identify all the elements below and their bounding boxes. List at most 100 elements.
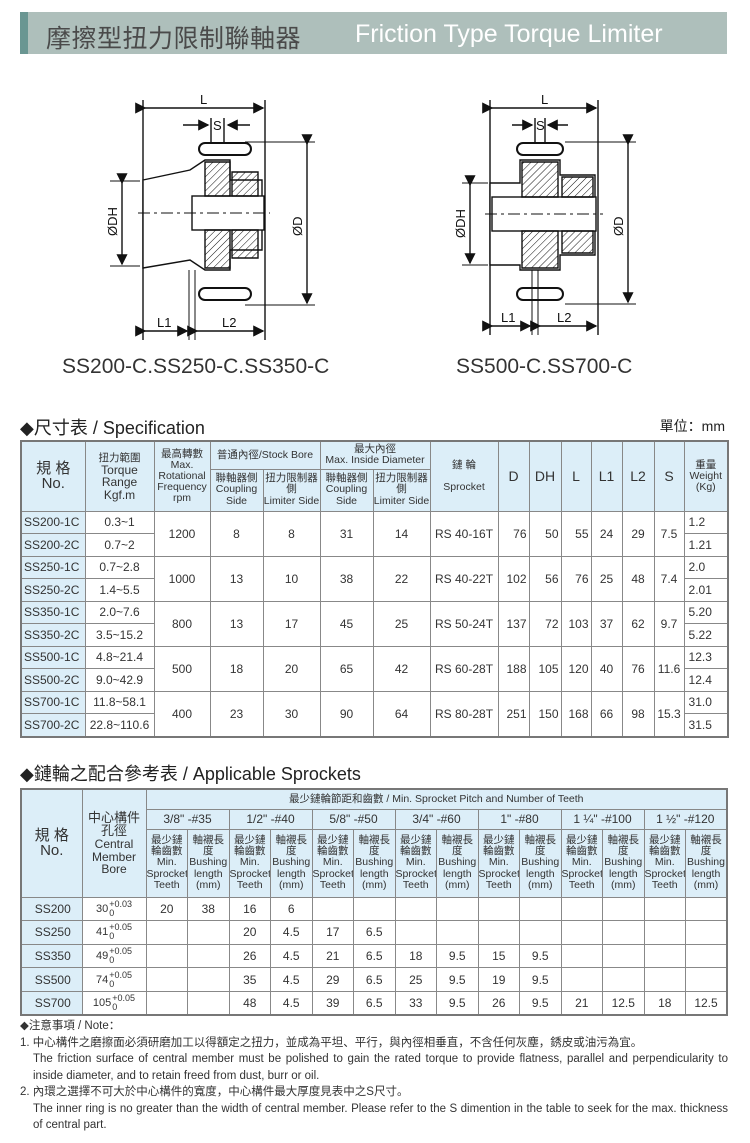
drawing-caption-1: SS200-C.SS250-C.SS350-C	[62, 355, 330, 378]
spec-rpm: 400	[153, 690, 211, 737]
min-sprocket-teeth	[394, 896, 437, 922]
min-sprocket-teeth: 15	[477, 943, 520, 969]
dim-label-L2: L2	[222, 315, 236, 330]
bushing-length	[353, 896, 396, 922]
tolerance-lower: 0	[109, 907, 115, 918]
header-pitch: 1 ½" -#120	[643, 808, 728, 830]
spec-L: 168	[560, 690, 592, 737]
header-pitch: 3/8" -#35	[145, 808, 230, 830]
spec-max-c: 90	[319, 690, 374, 737]
title-accent	[20, 12, 28, 54]
torque-range: 4.8~21.4	[84, 645, 155, 669]
bushing-length	[519, 920, 562, 945]
spec-rpm: 800	[153, 600, 211, 647]
spec-stock-c: 13	[209, 555, 264, 602]
note-2-zh: 2. 內環之選擇不可大於中心構件的寬度，中心構件最大厚度見表中之S尺寸。	[20, 1086, 409, 1098]
notes: ◆注意事項 / Note： 1. 中心構件之磨擦面必須研磨加工以得額定之扭力，並…	[20, 1018, 728, 1134]
spec-max-c: 65	[319, 645, 374, 692]
min-sprocket-teeth: 33	[394, 990, 437, 1016]
spec-D: 102	[497, 555, 530, 602]
spec-D: 188	[497, 645, 530, 692]
header-pitch-title: 最少鏈輪節距和齒數 / Min. Sprocket Pitch and Numb…	[145, 788, 728, 810]
min-sprocket-teeth	[560, 896, 603, 922]
header-pitch: 1/2" -#40	[228, 808, 313, 830]
note-1-en: The friction surface of central member m…	[33, 1053, 728, 1082]
min-sprocket-teeth: 21	[560, 990, 603, 1016]
torque-range: 0.7~2	[84, 533, 155, 557]
model-no: SS500-2C	[20, 668, 86, 692]
min-sprocket-teeth	[477, 896, 520, 922]
bushing-length: 4.5	[270, 967, 313, 992]
weight: 5.20	[683, 600, 729, 624]
bushing-length	[519, 896, 562, 922]
min-sprocket-teeth	[560, 943, 603, 969]
min-sprocket-teeth: 29	[311, 967, 354, 992]
note-2-en: The inner ring is no greater than the wi…	[33, 1102, 728, 1132]
spec-L: 120	[560, 645, 592, 692]
bushing-length	[685, 943, 728, 969]
title-english: Friction Type Torque Limiter	[355, 20, 663, 48]
note-1-zh: 1. 中心構件之磨擦面必須研磨加工以得額定之扭力，並成為平坦、平行，與內徑相垂直…	[20, 1036, 643, 1049]
bushing-length: 6.5	[353, 920, 396, 945]
weight: 1.21	[683, 533, 729, 557]
torque-range: 22.8~110.6	[84, 713, 155, 737]
min-sprocket-teeth: 18	[643, 990, 686, 1016]
drawing-ss200-350	[110, 100, 315, 340]
bushing-length	[436, 920, 479, 945]
bushing-length: 6	[270, 896, 313, 922]
min-sprocket-teeth: 20	[228, 920, 271, 945]
header-pitch: 1" -#80	[477, 808, 562, 830]
weight: 12.4	[683, 668, 729, 692]
spec-L1: 66	[590, 690, 623, 737]
model-no: SS700-2C	[20, 713, 86, 737]
bushing-length: 4.5	[270, 990, 313, 1016]
bushing-length	[187, 990, 230, 1016]
spec-stock-c: 23	[209, 690, 264, 737]
min-sprocket-teeth: 35	[228, 967, 271, 992]
dim-label-DH: ØDH	[105, 207, 120, 236]
spec-L: 55	[560, 510, 592, 557]
spec-L: 76	[560, 555, 592, 602]
model-no: SS250	[20, 920, 83, 945]
torque-range: 1.4~5.5	[84, 578, 155, 602]
min-sprocket-teeth: 26	[228, 943, 271, 969]
model-no: SS350-2C	[20, 623, 86, 647]
spec-stock-l: 8	[262, 510, 321, 557]
header-pitch: 5/8" -#50	[311, 808, 396, 830]
min-sprocket-teeth: 16	[228, 896, 271, 922]
tolerance-lower: 0	[109, 954, 115, 965]
spec-max-c: 31	[319, 510, 374, 557]
min-sprocket-teeth	[394, 920, 437, 945]
tolerance-lower: 0	[109, 978, 115, 989]
header-DH: DH	[528, 440, 562, 512]
bushing-length: 9.5	[519, 990, 562, 1016]
drawing-ss500-700	[462, 100, 636, 335]
spec-max-l: 25	[372, 600, 431, 647]
tolerance-upper: +0.05	[109, 922, 133, 933]
bushing-length	[685, 920, 728, 945]
torque-range: 9.0~42.9	[84, 668, 155, 692]
bushing-length	[436, 896, 479, 922]
dim-label-L: L	[541, 92, 548, 107]
